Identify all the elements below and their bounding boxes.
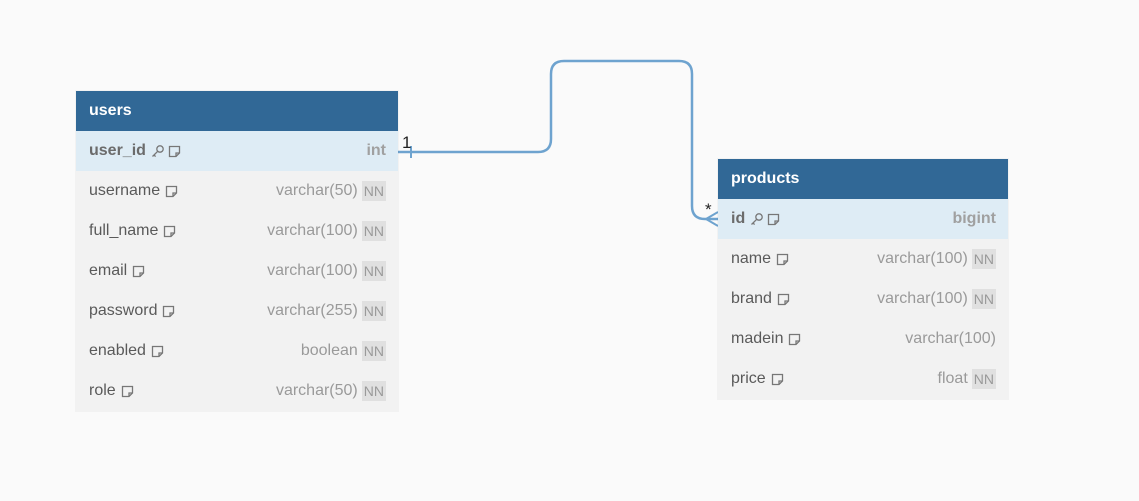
column-row[interactable]: madein varchar(100) bbox=[718, 319, 1008, 359]
column-row[interactable]: brand varchar(100)NN bbox=[718, 279, 1008, 319]
column-row[interactable]: password varchar(255)NN bbox=[76, 291, 398, 331]
column-name: madein bbox=[731, 330, 784, 347]
column-name: username bbox=[89, 182, 161, 199]
table-header[interactable]: users bbox=[76, 91, 398, 131]
column-type: int bbox=[366, 142, 386, 159]
note-icon[interactable] bbox=[165, 185, 178, 198]
column-type: varchar(100) bbox=[877, 290, 968, 307]
column-name: user_id bbox=[89, 142, 146, 159]
column-type: varchar(100) bbox=[877, 250, 968, 267]
not-null-badge: NN bbox=[971, 369, 996, 389]
column-row[interactable]: email varchar(100)NN bbox=[76, 251, 398, 291]
column-icons bbox=[771, 373, 784, 386]
note-icon[interactable] bbox=[776, 253, 789, 266]
note-icon[interactable] bbox=[121, 385, 134, 398]
not-null-badge: NN bbox=[361, 261, 386, 281]
cardinality-label-one: 1 bbox=[402, 133, 412, 152]
column-type: varchar(50) bbox=[275, 182, 358, 199]
column-type: varchar(50) bbox=[275, 382, 358, 399]
not-null-badge: NN bbox=[361, 381, 386, 401]
column-icons bbox=[132, 265, 145, 278]
key-icon bbox=[151, 144, 165, 158]
column-icons bbox=[151, 345, 164, 358]
column-name: enabled bbox=[89, 342, 146, 359]
column-icons bbox=[788, 333, 801, 346]
column-name: price bbox=[731, 370, 766, 387]
table-header[interactable]: products bbox=[718, 159, 1008, 199]
column-row[interactable]: full_name varchar(100)NN bbox=[76, 211, 398, 251]
column-name: name bbox=[731, 250, 772, 267]
column-name: email bbox=[89, 262, 128, 279]
note-icon[interactable] bbox=[788, 333, 801, 346]
column-icons bbox=[151, 144, 181, 158]
note-icon[interactable] bbox=[777, 293, 790, 306]
note-icon[interactable] bbox=[168, 145, 181, 158]
column-icons bbox=[777, 293, 790, 306]
cardinality-label-many: * bbox=[705, 200, 712, 219]
column-icons bbox=[121, 385, 134, 398]
note-icon[interactable] bbox=[771, 373, 784, 386]
column-type: varchar(100) bbox=[905, 330, 996, 347]
column-name: role bbox=[89, 382, 116, 399]
column-name: full_name bbox=[89, 222, 159, 239]
not-null-badge: NN bbox=[361, 221, 386, 241]
column-name: id bbox=[731, 210, 746, 227]
column-row[interactable]: username varchar(50)NN bbox=[76, 171, 398, 211]
not-null-badge: NN bbox=[971, 289, 996, 309]
column-type: boolean bbox=[300, 342, 358, 359]
column-icons bbox=[162, 305, 175, 318]
column-type: varchar(100) bbox=[267, 222, 358, 239]
column-type: varchar(255) bbox=[267, 302, 358, 319]
note-icon[interactable] bbox=[767, 213, 780, 226]
note-icon[interactable] bbox=[163, 225, 176, 238]
column-icons bbox=[750, 212, 780, 226]
column-row[interactable]: name varchar(100)NN bbox=[718, 239, 1008, 279]
not-null-badge: NN bbox=[361, 181, 386, 201]
column-icons bbox=[165, 185, 178, 198]
note-icon[interactable] bbox=[151, 345, 164, 358]
key-icon bbox=[750, 212, 764, 226]
column-type: bigint bbox=[952, 210, 996, 227]
column-name: brand bbox=[731, 290, 772, 307]
note-icon[interactable] bbox=[162, 305, 175, 318]
not-null-badge: NN bbox=[361, 341, 386, 361]
primary-key-row[interactable]: user_id int bbox=[76, 131, 398, 171]
not-null-badge: NN bbox=[361, 301, 386, 321]
column-icons bbox=[776, 253, 789, 266]
column-row[interactable]: role varchar(50)NN bbox=[76, 371, 398, 411]
column-type: float bbox=[937, 370, 968, 387]
note-icon[interactable] bbox=[132, 265, 145, 278]
column-name: password bbox=[89, 302, 158, 319]
primary-key-row[interactable]: id bigint bbox=[718, 199, 1008, 239]
relation-line[interactable] bbox=[398, 59, 718, 221]
column-type: varchar(100) bbox=[267, 262, 358, 279]
column-icons bbox=[163, 225, 176, 238]
not-null-badge: NN bbox=[971, 249, 996, 269]
